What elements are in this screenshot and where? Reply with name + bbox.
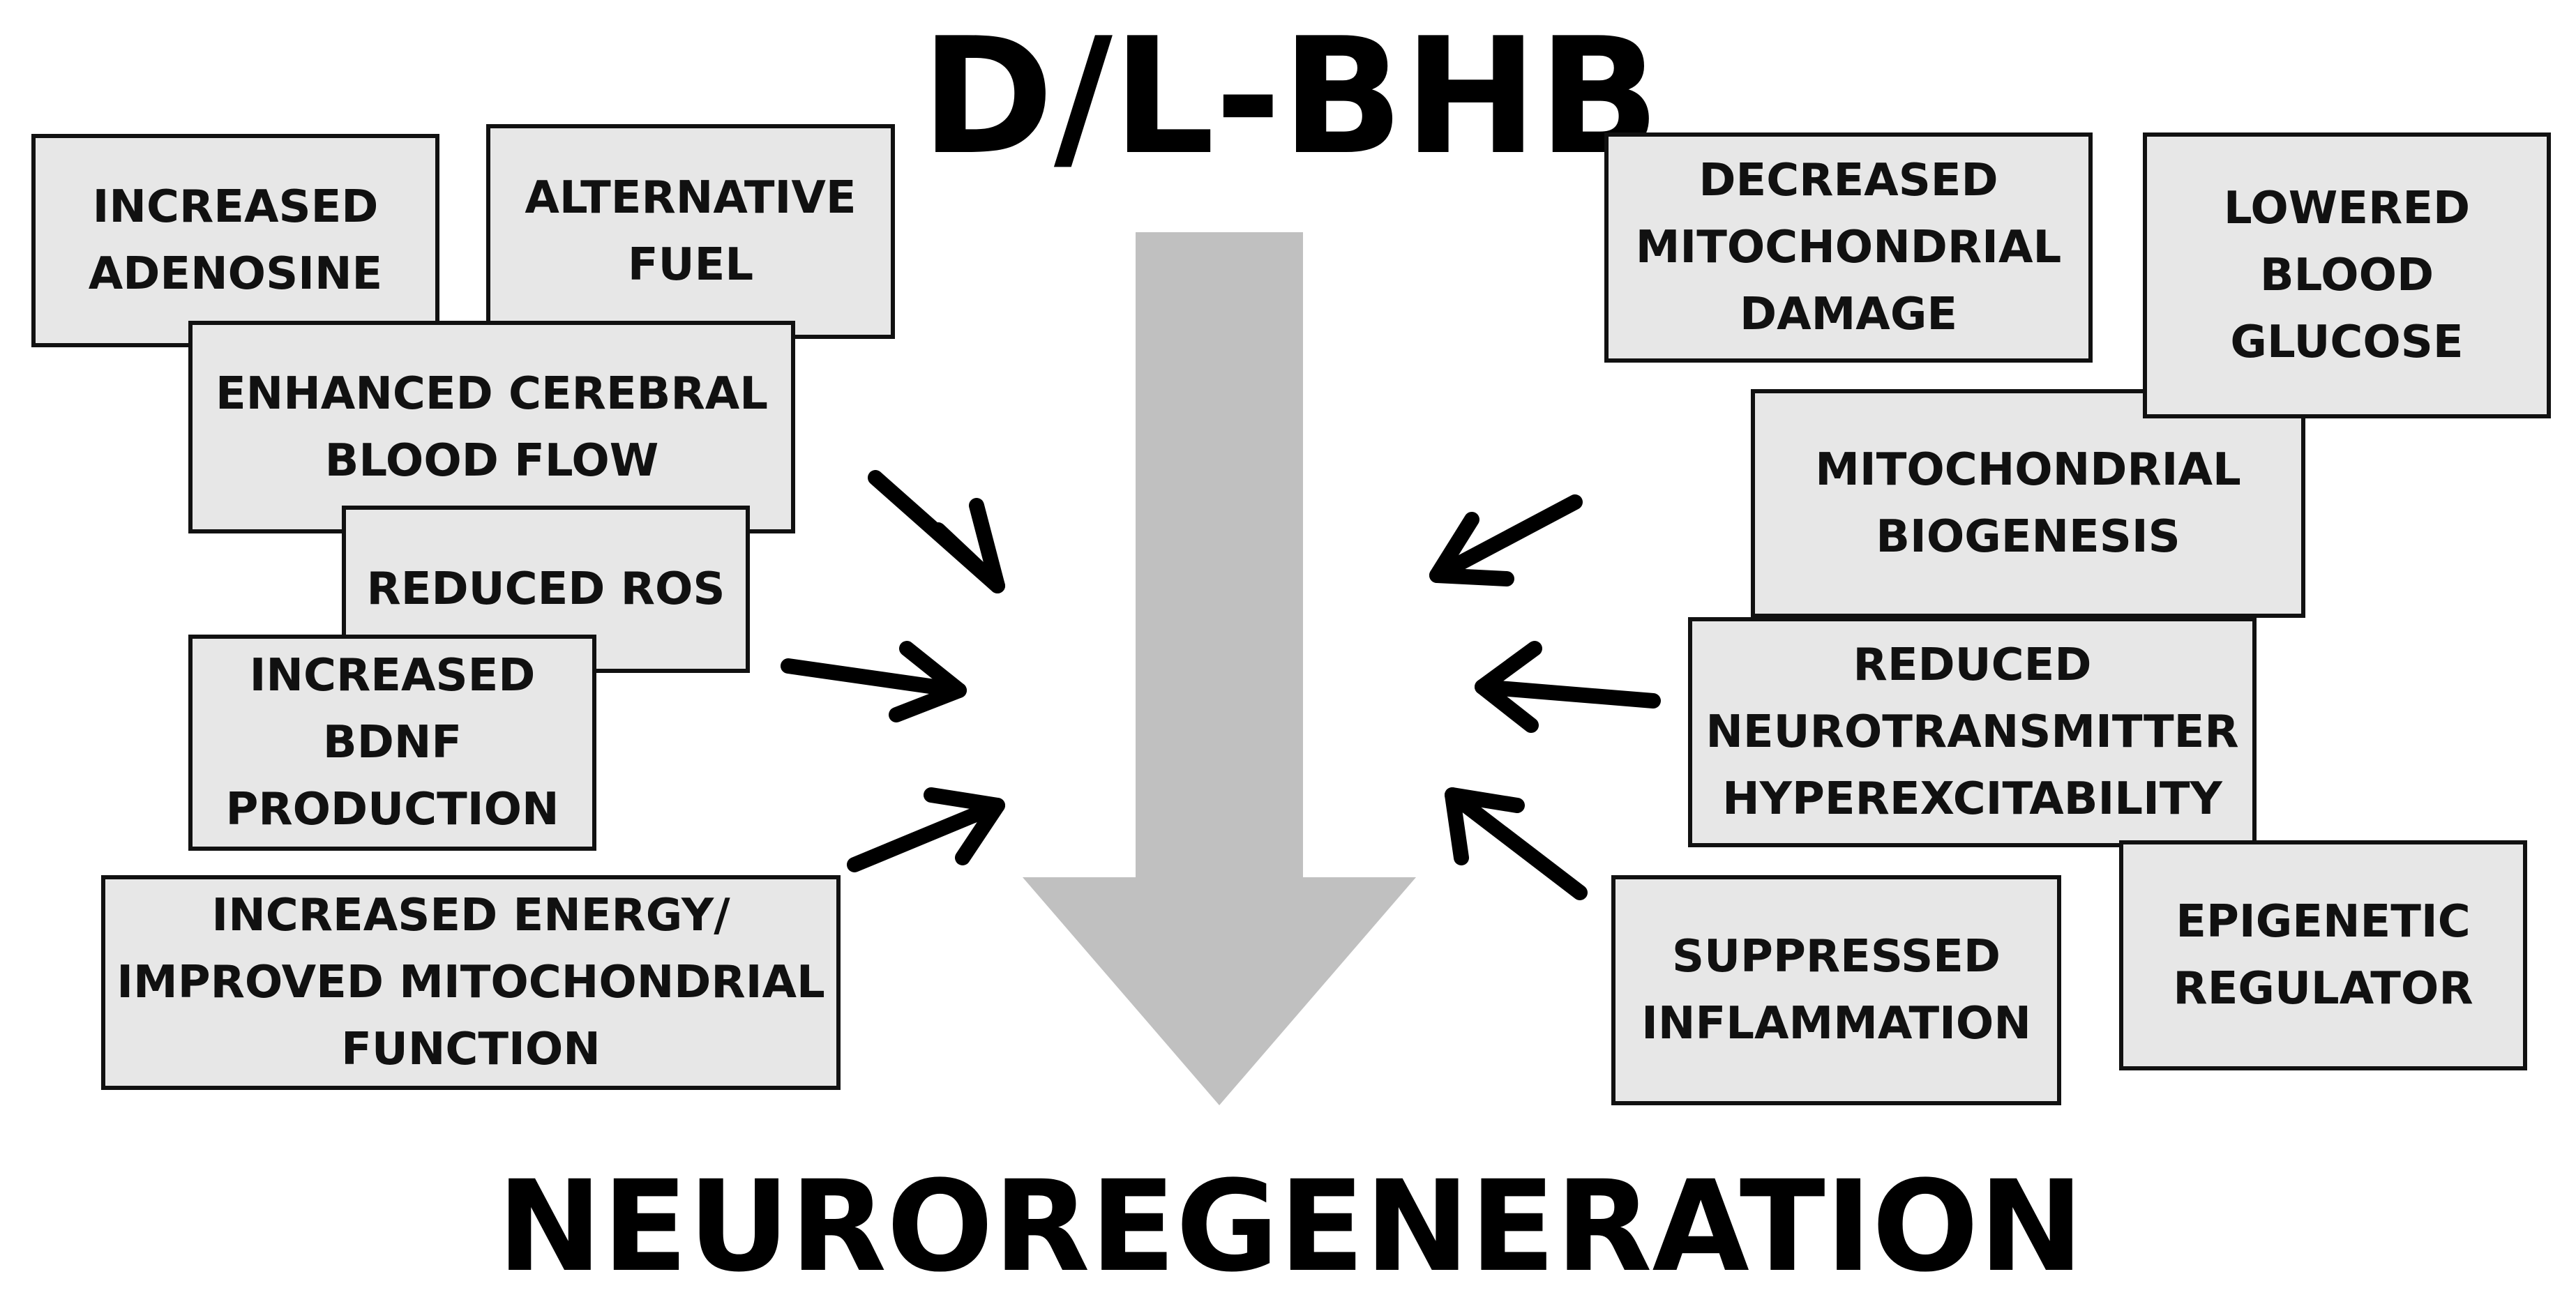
- effect-box-enhanced-cerebral-blood-flow: ENHANCED CEREBRAL BLOOD FLOW: [188, 321, 795, 533]
- effect-box-mitochondrial-biogenesis: MITOCHONDRIAL BIOGENESIS: [1751, 389, 2305, 618]
- effect-box-epigenetic-regulator: EPIGENETIC REGULATOR: [2119, 840, 2527, 1070]
- effect-box-decreased-mitochondrial-damage: DECREASED MITOCHONDRIAL DAMAGE: [1604, 132, 2093, 363]
- effect-box-increased-adenosine: INCREASED ADENOSINE: [31, 134, 439, 347]
- arrow-right-middle: [1475, 641, 1661, 733]
- central-down-arrow: [1023, 232, 1416, 1105]
- arrow-left-middle: [781, 641, 967, 722]
- effect-box-suppressed-inflammation: SUPPRESSED INFLAMMATION: [1611, 875, 2061, 1105]
- arrow-left-bottom: [847, 787, 1005, 872]
- outcome-label: NEUROREGENERATION: [497, 1154, 2084, 1300]
- effect-box-increased-bdnf-production: INCREASED BDNF PRODUCTION: [188, 635, 596, 851]
- diagram-title: D/L-BHB: [920, 4, 1661, 190]
- effect-box-alternative-fuel: ALTERNATIVE FUEL: [486, 124, 895, 339]
- arrow-right-top: [1429, 494, 1583, 586]
- arrow-right-bottom: [1445, 787, 1588, 900]
- effect-box-reduced-neurotransmitter-hyperexcitability: REDUCED NEUROTRANSMITTER HYPEREXCITABILI…: [1688, 617, 2257, 847]
- effect-box-increased-energy: INCREASED ENERGY/ IMPROVED MITOCHONDRIAL…: [101, 875, 841, 1090]
- arrow-left-top: [868, 470, 1005, 593]
- effect-box-lowered-blood-glucose: LOWERED BLOOD GLUCOSE: [2143, 132, 2551, 418]
